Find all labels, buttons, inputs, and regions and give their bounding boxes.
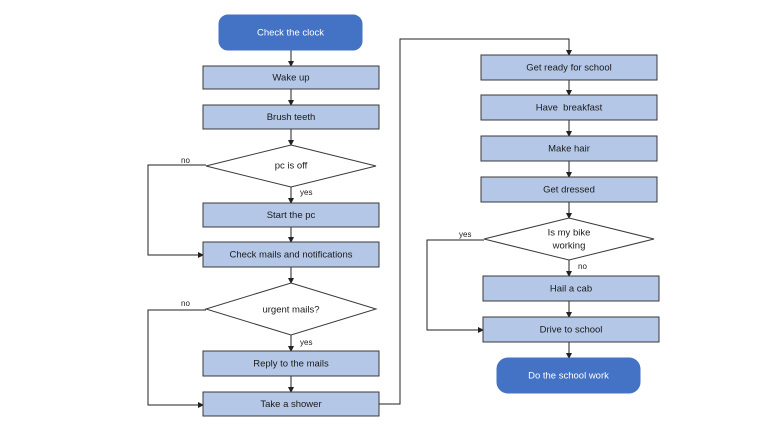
connectors — [147, 38, 572, 408]
decision-urgent-mails: urgent mails? — [204, 282, 378, 336]
node-take-shower: Take a shower — [202, 391, 380, 417]
node-make-hair-label: Make hair — [548, 144, 590, 155]
arrow-urgent-no — [147, 309, 206, 408]
node-hail-cab-label: Hail a cab — [550, 284, 592, 295]
node-take-shower-label: Take a shower — [260, 399, 321, 410]
node-start-pc-label: Start the pc — [267, 210, 316, 221]
arrow-shower-ready — [379, 38, 572, 405]
label-bike-yes: yes — [459, 230, 471, 239]
label-urgent-no: no — [181, 299, 190, 308]
node-brush-teeth: Brush teeth — [202, 104, 380, 130]
node-school-work-label: Do the school work — [528, 371, 609, 382]
node-check-clock: Check the clock — [218, 14, 363, 51]
decision-urgent-mails-label: urgent mails? — [262, 305, 319, 316]
node-have-breakfast: Have breakfast — [480, 94, 658, 121]
node-reply-mails-label: Reply to the mails — [253, 359, 329, 370]
label-bike-no: no — [578, 262, 587, 271]
node-start-pc: Start the pc — [202, 202, 380, 228]
decision-pc-is-off: pc is off — [205, 144, 377, 188]
node-wake-up-label: Wake up — [272, 73, 309, 84]
node-reply-mails: Reply to the mails — [202, 350, 380, 377]
label-pc-no: no — [181, 156, 190, 165]
node-brush-teeth-label: Brush teeth — [267, 112, 316, 123]
label-pc-yes: yes — [300, 188, 312, 197]
arrow-bike-yes — [426, 239, 484, 333]
node-check-mails-label: Check mails and notifications — [229, 250, 352, 261]
decision-bike-working: Is my bike working — [483, 217, 655, 261]
decision-bike-line2: working — [552, 241, 586, 252]
node-wake-up: Wake up — [202, 65, 380, 90]
node-drive-school-label: Drive to school — [540, 325, 603, 336]
node-make-hair: Make hair — [480, 135, 658, 162]
decision-bike-line1: Is my bike — [548, 228, 591, 239]
node-get-dressed-label: Get dressed — [543, 185, 595, 196]
arrow-pc-no — [147, 164, 206, 258]
decision-pc-is-off-label: pc is off — [275, 161, 308, 172]
node-school-work: Do the school work — [496, 357, 641, 394]
node-check-mails: Check mails and notifications — [202, 241, 380, 268]
node-get-ready: Get ready for school — [480, 54, 658, 81]
label-urgent-yes: yes — [300, 338, 312, 347]
node-get-ready-label: Get ready for school — [526, 63, 612, 74]
node-get-dressed: Get dressed — [480, 176, 658, 203]
node-check-clock-label: Check the clock — [257, 28, 324, 39]
node-have-breakfast-label: Have breakfast — [536, 103, 603, 114]
node-hail-cab: Hail a cab — [482, 275, 660, 302]
node-drive-school: Drive to school — [482, 316, 660, 343]
